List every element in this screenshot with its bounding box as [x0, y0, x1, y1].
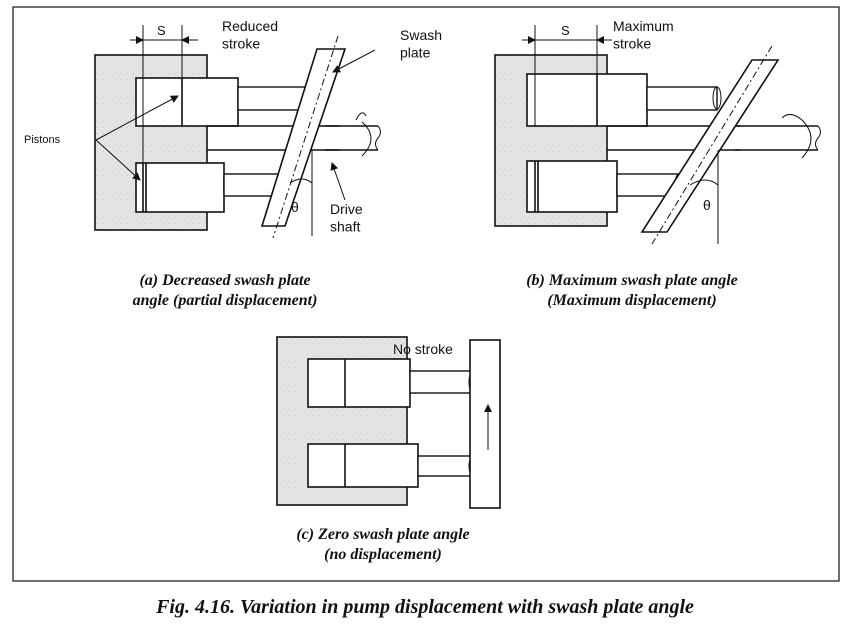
panel-a	[94, 25, 381, 239]
s-label-b: S	[561, 23, 570, 38]
caption-b: (b) Maximum swash plate angle(Maximum di…	[526, 272, 738, 309]
lower-cylinder-b	[526, 160, 618, 213]
upper-rod-c	[409, 370, 474, 394]
theta-label-a: θ	[291, 199, 299, 215]
lower-cylinder-c	[307, 443, 419, 488]
rotation-arrow-b	[781, 114, 812, 159]
rotation-arrow-a	[355, 112, 372, 157]
no-stroke-label: No stroke	[393, 341, 453, 357]
swash-plate-c	[469, 339, 501, 509]
upper-cylinder-c	[307, 358, 411, 408]
swash-plate-b	[640, 59, 780, 233]
figure-caption: Fig. 4.16. Variation in pump displacemen…	[155, 596, 694, 618]
s-label-a: S	[157, 23, 166, 38]
figure-frame	[12, 6, 840, 582]
pistons-label: Pistons	[24, 134, 61, 146]
caption-c: (c) Zero swash plate angle(no displaceme…	[296, 526, 469, 563]
theta-label-b: θ	[703, 197, 711, 213]
lower-rod-c	[417, 455, 474, 477]
panel-b	[494, 25, 821, 245]
panel-c	[276, 336, 501, 509]
upper-cylinder-a	[135, 77, 239, 127]
upper-rod-b	[646, 86, 718, 111]
lower-cylinder-a	[135, 162, 225, 213]
swash-plate-a	[260, 48, 347, 227]
upper-cylinder-b	[526, 73, 648, 127]
